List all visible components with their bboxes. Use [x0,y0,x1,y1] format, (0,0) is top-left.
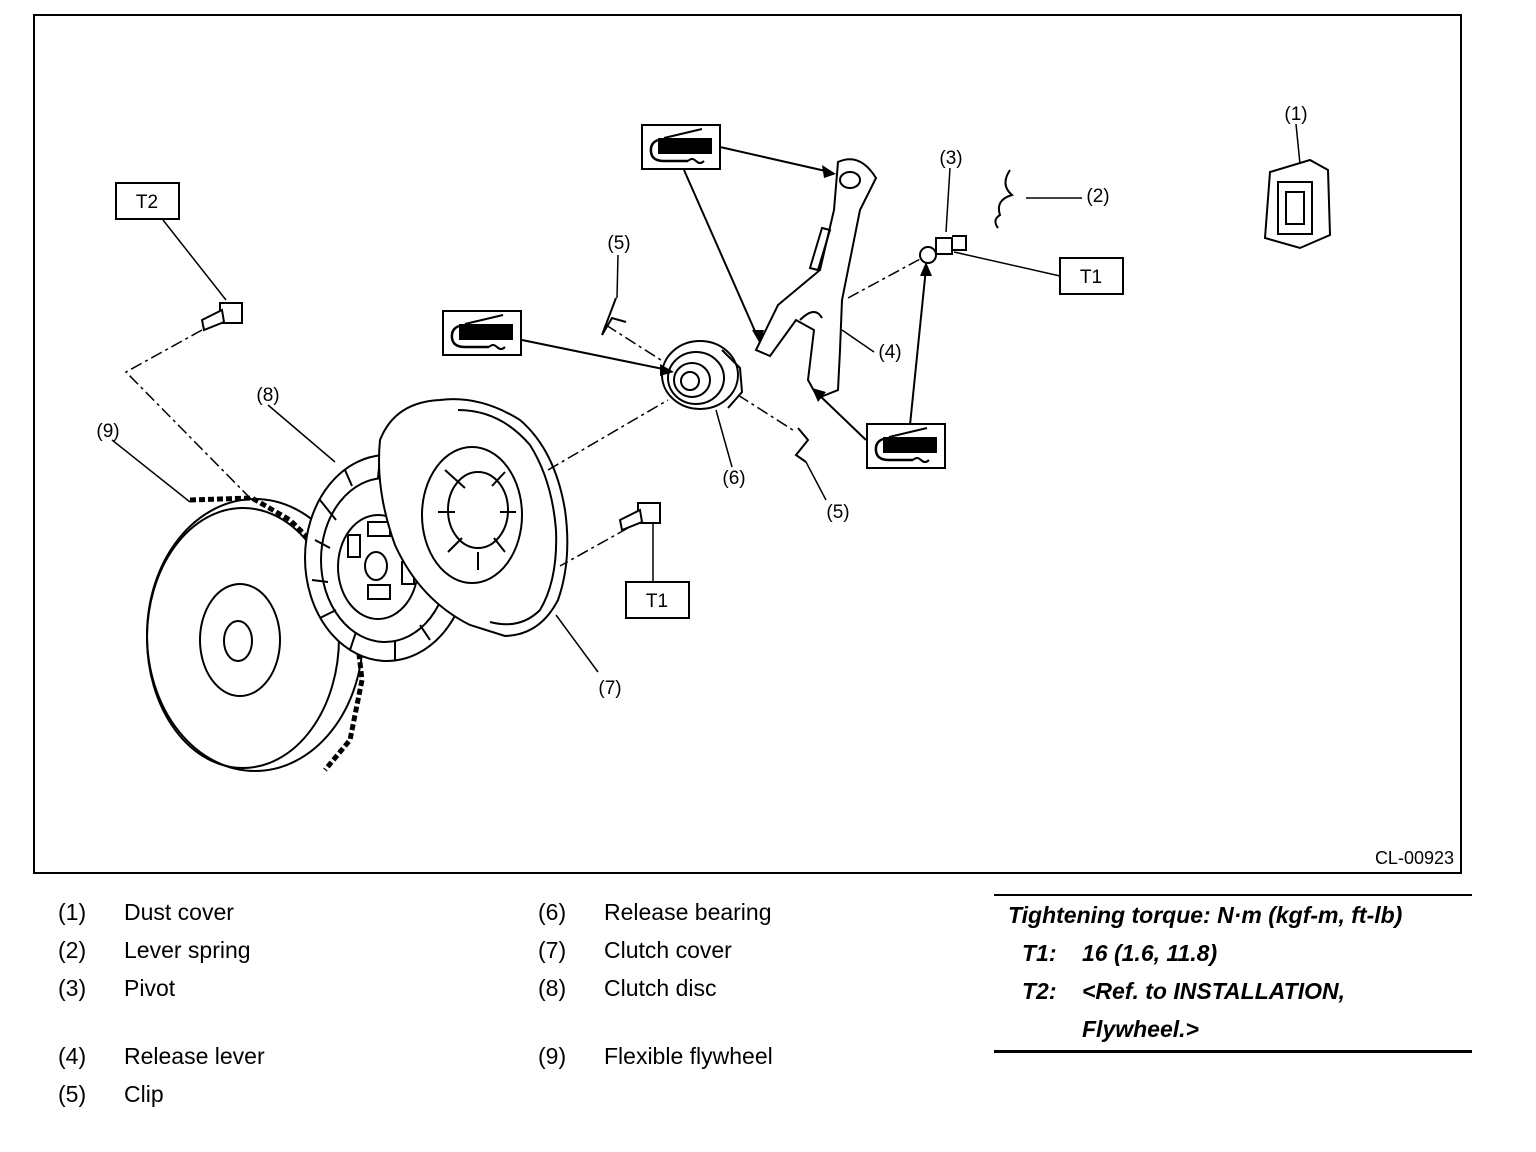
bolt-t2 [200,302,243,332]
legend-middle: (6)Release bearing (7)Clutch cover (8)Cl… [538,893,773,1075]
lever-spring [994,169,1015,229]
exploded-diagram: T2 T1 T1 (1) (2) (3) (4) (5) (5) (6) (7)… [33,14,1462,874]
legend-item: (2)Lever spring [58,937,251,963]
torque-row: T2:<Ref. to INSTALLATION, Flywheel.> [1022,978,1345,1042]
svg-text:T2: T2 [136,192,158,213]
callout-2: (2) [1086,186,1109,207]
release-lever [754,158,878,400]
legend-item: (8)Clutch disc [538,975,717,1001]
legend-item: (3)Pivot [58,975,176,1001]
legend-item: (9)Flexible flywheel [538,1043,773,1069]
svg-text:T1: T1 [1080,267,1102,288]
torque-table: Tightening torque: N·m (kgf-m, ft-lb) T1… [994,894,1472,1053]
torque-title: Tightening torque: N·m (kgf-m, ft-lb) [1008,902,1403,928]
legend-left: (1)Dust cover (2)Lever spring (3)Pivot (… [58,893,265,1113]
callout-8: (8) [256,385,279,406]
torque-row: T1:16 (1.6, 11.8) [1022,940,1218,966]
torque-tag-t1-bolt: T1 [625,581,690,619]
legend-item: (6)Release bearing [538,899,772,925]
callout-7: (7) [598,678,621,699]
callout-4: (4) [878,342,901,363]
torque-tag-t2: T2 [115,182,180,220]
grease-icon [865,422,947,470]
callout-1: (1) [1284,104,1307,125]
clutch-cover [378,398,569,638]
release-bearing [661,340,744,410]
callout-5-lower: (5) [826,502,849,523]
grease-icon [640,123,722,171]
legend-item: (4)Release lever [58,1043,265,1069]
torque-tag-t1-pivot: T1 [1059,257,1124,295]
figure-frame [33,14,1462,874]
clip-lower [794,427,810,463]
svg-text:T1: T1 [646,591,668,612]
figure-id: CL-00923 [1375,848,1454,868]
bolt-t1 [618,502,661,532]
callout-3: (3) [939,148,962,169]
callout-9: (9) [96,421,119,442]
legend-item: (5)Clip [58,1081,164,1107]
grease-icon [441,309,523,357]
legend-item: (1)Dust cover [58,899,234,925]
pivot [919,235,967,264]
callout-5-upper: (5) [607,233,630,254]
legend-item: (7)Clutch cover [538,937,732,963]
callout-6: (6) [722,468,745,489]
dust-cover [1263,158,1332,250]
